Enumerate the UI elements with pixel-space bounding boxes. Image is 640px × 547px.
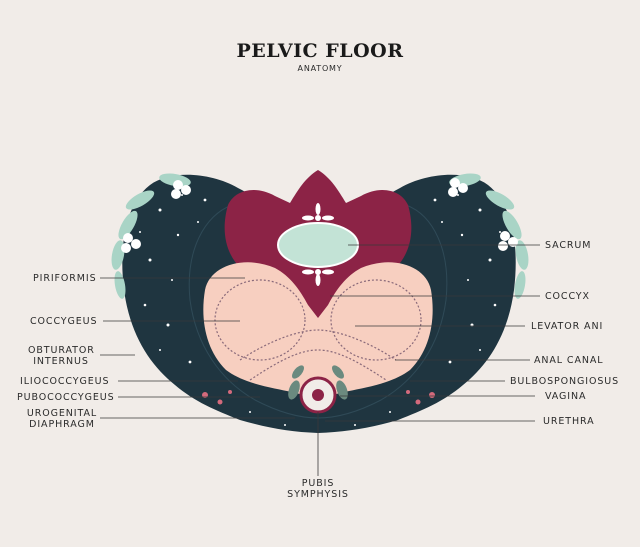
coccyx-oval: [277, 222, 359, 268]
label-coccyx: COCCYX: [545, 291, 590, 302]
side-flowers: [202, 390, 435, 405]
flowers: [302, 203, 334, 286]
leader-lines: [100, 244, 540, 476]
centre-wreath: [288, 365, 348, 400]
label-pubis-line1: PUBIS: [301, 478, 335, 489]
label-vagina: VAGINA: [545, 391, 587, 402]
label-pubococcygeus: PUBOCOCCYGEUS: [17, 392, 115, 403]
label-piriformis: PIRIFORMIS: [33, 273, 97, 284]
berries-left: [121, 180, 191, 253]
berries-right: [448, 178, 518, 251]
diagram-title: PELVIC FLOOR: [236, 40, 404, 62]
label-urogenital-diaphragm: UROGENITAL DIAPHRAGM: [26, 408, 98, 430]
label-urogenital-line1: UROGENITAL: [26, 408, 98, 419]
label-coccygeus: COCCYGEUS: [30, 316, 98, 327]
label-levator-ani: LEVATOR ANI: [531, 321, 604, 332]
diagram-subtitle: ANATOMY: [297, 64, 343, 73]
label-obturator-internus: OBTURATOR INTERNUS: [28, 345, 94, 367]
label-bulbospongiosus: BULBOSPONGIOSUS: [510, 376, 620, 387]
label-iliococcygeus: ILIOCOCCYGEUS: [20, 376, 110, 387]
label-anal-canal: ANAL CANAL: [534, 355, 604, 366]
urethra-dot: [312, 389, 324, 401]
muscle-fibers: [214, 279, 422, 381]
label-pubis-symphysis: PUBIS SYMPHYSIS: [278, 478, 358, 500]
label-urogenital-line2: DIAPHRAGM: [29, 419, 95, 430]
label-pubis-line2: SYMPHYSIS: [287, 489, 349, 500]
label-obturator-line2: INTERNUS: [33, 356, 89, 367]
label-obturator-line1: OBTURATOR: [28, 345, 95, 356]
label-urethra: URETHRA: [543, 416, 595, 427]
label-sacrum: SACRUM: [545, 240, 592, 251]
stars: [139, 194, 501, 426]
